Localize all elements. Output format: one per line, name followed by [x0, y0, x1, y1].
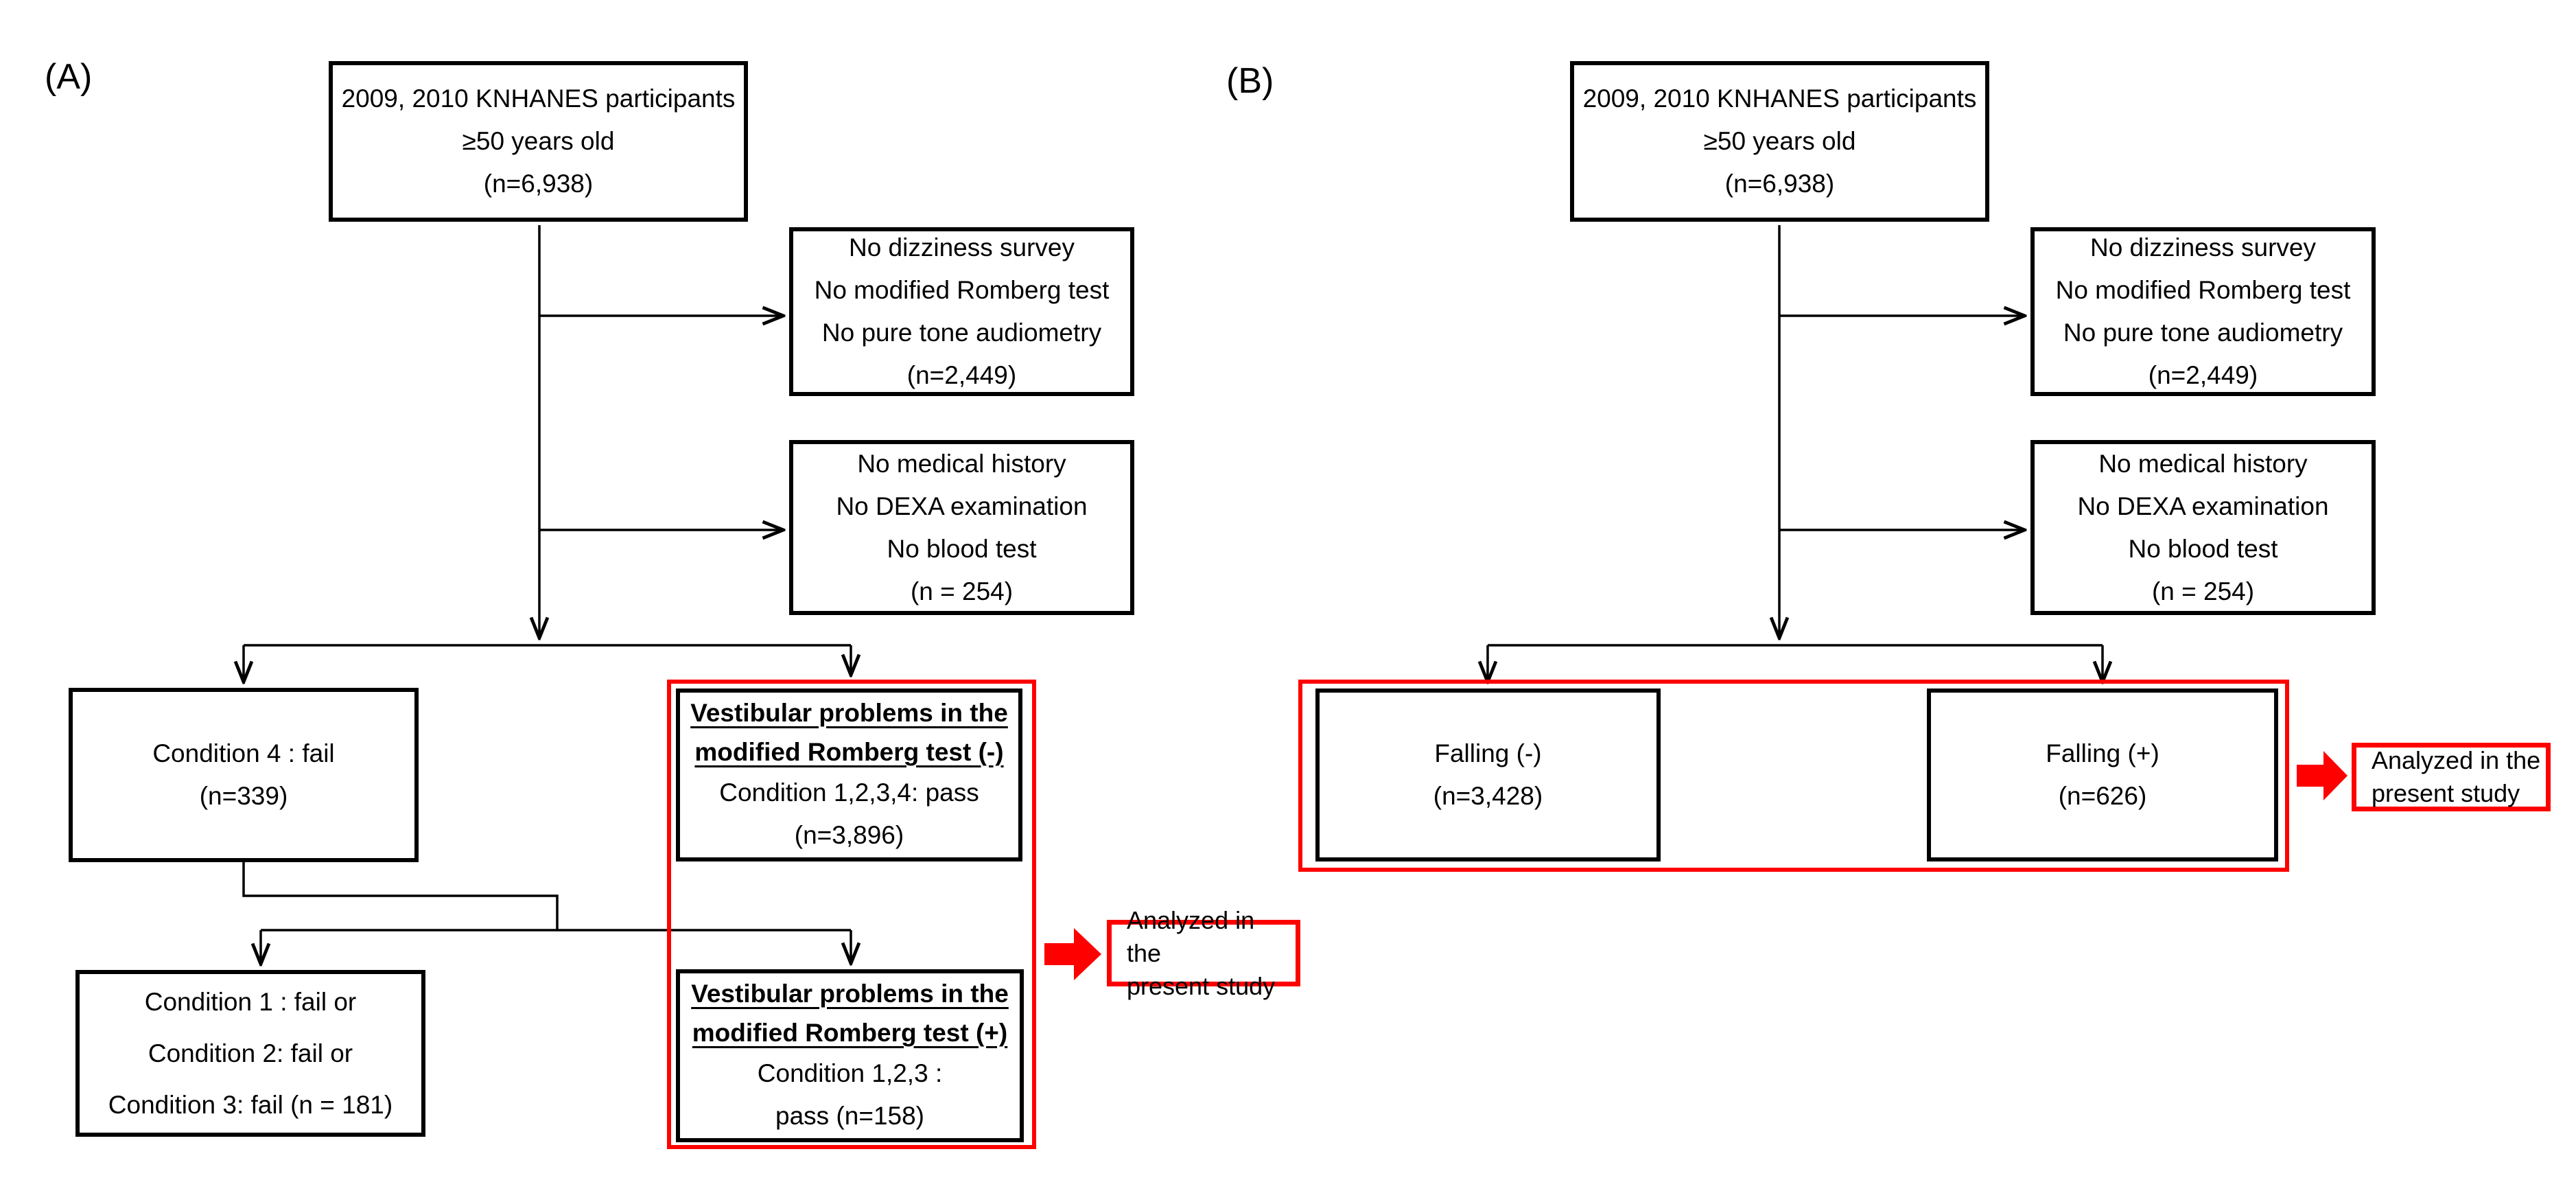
box-line: No blood test	[2128, 534, 2278, 563]
box-line: Condition 1 : fail or	[144, 988, 357, 1016]
box-line: (n=2,449)	[906, 361, 1017, 389]
box-line: Condition 1,2,3,4: pass	[719, 778, 979, 807]
box-heading: Vestibular problems in the	[690, 699, 1008, 727]
vestibular-positive-box: Vestibular problems in the modified Romb…	[676, 969, 1024, 1142]
box-line: Condition 4 : fail	[152, 739, 335, 767]
knhanes-participants-box-b: 2009, 2010 KNHANES participants ≥50 year…	[1570, 61, 1989, 222]
box-line: (n=3,428)	[1433, 782, 1543, 810]
falling-negative-box: Falling (-) (n=3,428)	[1315, 689, 1661, 861]
condition4-fail-box: Condition 4 : fail (n=339)	[69, 688, 419, 862]
box-line: pass (n=158)	[775, 1102, 924, 1130]
red-arrow-icon	[2297, 751, 2347, 800]
vestibular-negative-box: Vestibular problems in the modified Romb…	[676, 689, 1022, 861]
box-line: present study	[1127, 971, 1276, 1000]
box-line: (n=626)	[2058, 782, 2147, 810]
box-line: No pure tone audiometry	[2063, 319, 2343, 347]
box-line: No DEXA examination	[2077, 491, 2329, 520]
box-line: ≥50 years old	[1703, 127, 1856, 155]
exclusion-dizziness-box-a: No dizziness survey No modified Romberg …	[789, 227, 1134, 396]
analyzed-callout-a: Analyzed in the present study	[1107, 906, 1300, 1000]
box-line: (n=339)	[199, 782, 288, 810]
condition123-fail-box: Condition 1 : fail or Condition 2: fail …	[75, 970, 425, 1137]
box-line: (n=6,938)	[1724, 170, 1835, 198]
box-line: Condition 1,2,3 :	[757, 1059, 943, 1087]
exclusion-medical-history-box-a: No medical history No DEXA examination N…	[789, 440, 1134, 615]
box-line: (n=3,896)	[794, 821, 904, 849]
box-line: No DEXA examination	[836, 491, 1088, 520]
knhanes-participants-box-a: 2009, 2010 KNHANES participants ≥50 year…	[329, 61, 748, 222]
box-line: Analyzed in the	[1127, 905, 1255, 967]
box-line: Condition 2: fail or	[148, 1039, 353, 1067]
highlight-outline-vestibular	[667, 680, 1036, 1149]
highlight-outline-falling	[1298, 680, 2289, 872]
box-line: Analyzed in the	[2372, 746, 2541, 774]
box-line: No modified Romberg test	[2055, 276, 2351, 304]
box-heading: modified Romberg test (-)	[694, 738, 1004, 766]
box-line: Falling (-)	[1434, 739, 1542, 767]
box-line: (n=2,449)	[2148, 361, 2258, 389]
box-line: No dizziness survey	[2089, 233, 2316, 262]
analyzed-callout-b: Analyzed in the present study	[2352, 743, 2551, 811]
box-line: No modified Romberg test	[814, 276, 1110, 304]
box-line: present study	[2372, 779, 2520, 807]
panel-b-label: (B)	[1226, 61, 1274, 101]
box-line: Falling (+)	[2046, 739, 2159, 767]
box-line: No medical history	[857, 449, 1066, 478]
box-heading: Vestibular problems in the	[691, 980, 1009, 1008]
box-line: Condition 3: fail (n = 181)	[108, 1091, 393, 1119]
red-arrow-icon	[1044, 928, 1101, 980]
box-line: (n = 254)	[2151, 577, 2255, 605]
box-line: No blood test	[887, 534, 1037, 563]
box-line: No pure tone audiometry	[821, 319, 1102, 347]
exclusion-medical-history-box-b: No medical history No DEXA examination N…	[2030, 440, 2376, 615]
box-line: No dizziness survey	[848, 233, 1075, 262]
box-line: (n = 254)	[910, 577, 1014, 605]
box-line: 2009, 2010 KNHANES participants	[1582, 84, 1977, 113]
box-line: (n=6,938)	[483, 170, 594, 198]
falling-positive-box: Falling (+) (n=626)	[1927, 689, 2278, 861]
panel-a-label: (A)	[45, 57, 93, 97]
box-line: 2009, 2010 KNHANES participants	[341, 84, 736, 113]
box-heading: modified Romberg test (+)	[692, 1019, 1008, 1047]
exclusion-dizziness-box-b: No dizziness survey No modified Romberg …	[2030, 227, 2376, 396]
box-line: ≥50 years old	[462, 127, 615, 155]
box-line: No medical history	[2098, 449, 2308, 478]
